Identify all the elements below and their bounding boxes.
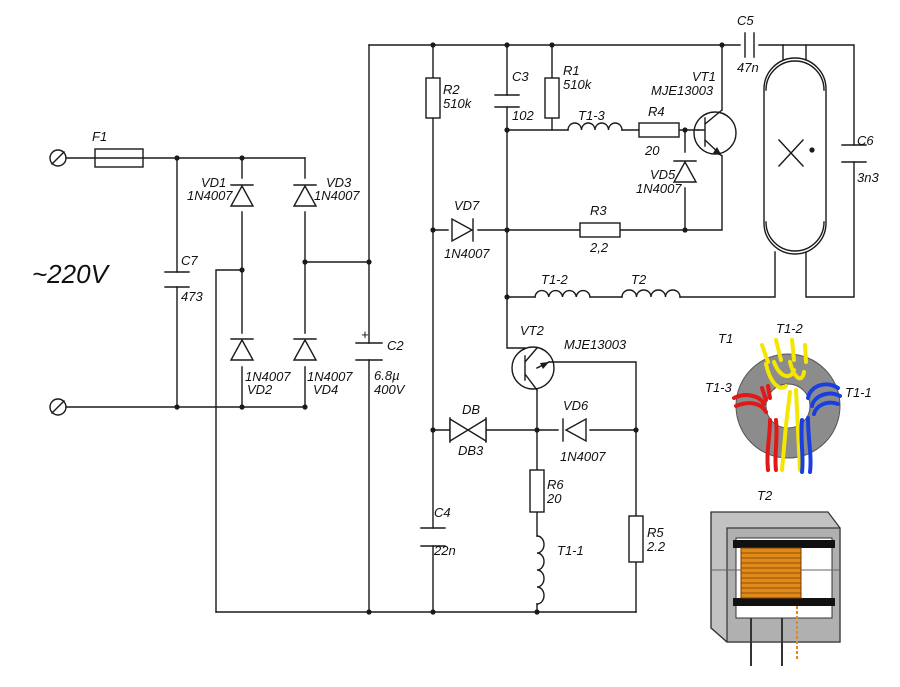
diode-vd6 (562, 417, 587, 443)
t1-1-label: T1-1 (557, 543, 584, 558)
vd7-label: VD7 (454, 198, 480, 213)
resistor-r3 (579, 222, 621, 238)
diode-vd3 (292, 184, 318, 207)
c6-value-label: 3n3 (857, 170, 879, 185)
r4-value-label: 20 (644, 143, 660, 158)
toroid-t1-illustration (732, 338, 842, 474)
vd3-label: VD3 (326, 175, 352, 190)
capacitor-c5 (744, 32, 755, 58)
f1-label: F1 (92, 129, 107, 144)
winding-t1-1 (799, 382, 842, 474)
c2-label: C2 (387, 338, 404, 353)
wires (65, 44, 855, 613)
r1-label: R1 (563, 63, 580, 78)
diode-vd7 (451, 217, 474, 243)
text-labels: ~220V F1 VD1 1N4007 VD3 1N4007 1N4007 VD… (32, 13, 879, 558)
inductor-t1-3 (567, 122, 623, 131)
vt1-part-label: MJE13003 (651, 83, 714, 98)
vd5-label: VD5 (650, 167, 676, 182)
fluorescent-lamp (763, 57, 827, 255)
winding-t1-3 (732, 384, 779, 472)
t2-label: T2 (631, 272, 647, 287)
diode-vd1 (229, 184, 255, 207)
toroid-title: T1 (718, 331, 733, 346)
vt2-part-label: MJE13003 (564, 337, 627, 352)
r5-value-label: 2.2 (646, 539, 666, 554)
inductor-t2 (621, 289, 681, 298)
vd6-label: VD6 (563, 398, 589, 413)
resistor-r4 (638, 122, 680, 138)
capacitor-c7 (164, 271, 190, 288)
vt1-label: VT1 (692, 69, 716, 84)
toroid-t1-2-label: T1-2 (776, 321, 804, 336)
c6-label: C6 (857, 133, 874, 148)
vd4-label: VD4 (313, 382, 338, 397)
t1-2-label: T1-2 (541, 272, 569, 287)
vt2-label: VT2 (520, 323, 545, 338)
r6-label: R6 (547, 477, 564, 492)
input-terminal-bottom (49, 398, 67, 416)
r2-label: R2 (443, 82, 460, 97)
junction-dots (174, 42, 725, 615)
winding-t1-2 (760, 338, 808, 472)
transistor-vt1 (693, 109, 737, 157)
vd6-part-label: 1N4007 (560, 449, 606, 464)
supply-voltage-label: ~220V (32, 259, 111, 289)
inductor-t1-1 (536, 535, 545, 605)
vd3-part-label: 1N4007 (314, 188, 360, 203)
resistor-r1 (544, 77, 560, 119)
c2-plus-label: + (361, 327, 369, 342)
transformer-t2-title: T2 (757, 488, 773, 503)
vd2-label: VD2 (247, 382, 273, 397)
vd5-part-label: 1N4007 (636, 181, 682, 196)
c4-label: C4 (434, 505, 451, 520)
r4-label: R4 (648, 104, 665, 119)
resistor-r5 (628, 515, 644, 563)
capacitor-c4 (420, 527, 446, 547)
capacitor-c3 (494, 94, 520, 108)
fuse-f1 (94, 148, 144, 168)
c5-label: C5 (737, 13, 754, 28)
c2-voltage-label: 400V (374, 382, 406, 397)
diode-vd5 (672, 160, 698, 183)
c5-value-label: 47n (737, 60, 759, 75)
c3-label: C3 (512, 69, 529, 84)
vd1-label: VD1 (201, 175, 226, 190)
resistor-r6 (529, 469, 545, 513)
vd4-part-label: 1N4007 (307, 369, 353, 384)
c7-value-label: 473 (181, 289, 203, 304)
r3-label: R3 (590, 203, 607, 218)
capacitor-c2 (355, 342, 383, 361)
vd7-part-label: 1N4007 (444, 246, 490, 261)
r1-value-label: 510k (563, 77, 593, 92)
db3-part-label: DB3 (458, 443, 484, 458)
resistor-r2 (425, 77, 441, 119)
transformer-t2-illustration (710, 511, 841, 666)
toroid-t1-3-label: T1-3 (705, 380, 733, 395)
c4-value-label: 22n (433, 543, 456, 558)
c3-value-label: 102 (512, 108, 534, 123)
r3-value-label: 2,2 (589, 240, 609, 255)
input-terminal-top (49, 149, 67, 167)
toroid-t1-1-label: T1-1 (845, 385, 872, 400)
vd1-part-label: 1N4007 (187, 188, 233, 203)
vd2-part-label: 1N4007 (245, 369, 291, 384)
diode-vd4 (292, 338, 318, 361)
transistor-vt2 (511, 346, 555, 391)
r5-label: R5 (647, 525, 664, 540)
c2-capacitance-label: 6.8µ (374, 368, 400, 383)
diac-db3 (449, 417, 487, 443)
r2-value-label: 510k (443, 96, 473, 111)
db-label: DB (462, 402, 480, 417)
c7-label: C7 (181, 253, 198, 268)
inductor-t1-2 (534, 289, 591, 298)
r6-value-label: 20 (546, 491, 562, 506)
capacitor-c6 (841, 144, 867, 163)
t1-3-label: T1-3 (578, 108, 606, 123)
diode-vd2 (229, 338, 255, 361)
